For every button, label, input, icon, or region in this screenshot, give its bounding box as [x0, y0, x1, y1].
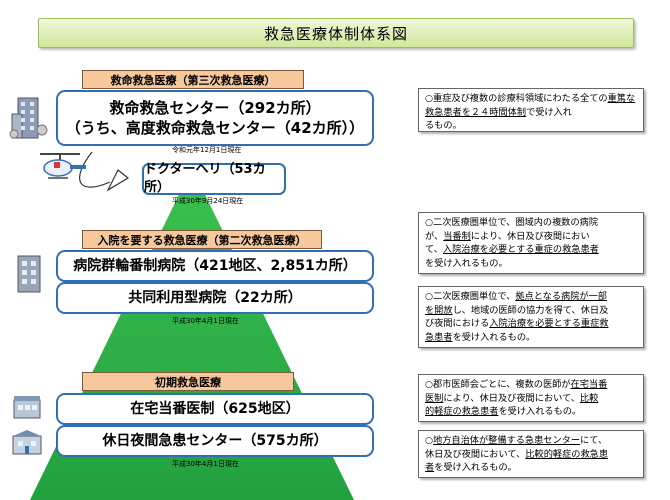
description-text: ○ — [425, 435, 434, 446]
description-text: 休日及び夜間において、 — [425, 448, 526, 460]
underlined-text: 重篤な救急患者を２４時間体制 — [425, 93, 636, 118]
tier2-kyodo-description: ○二次医療圏単位で、拠点となる病院が一部を開放し、地域の医師の協力を得て、休日及… — [418, 286, 644, 348]
description-text: るもの。 — [425, 120, 462, 131]
doctor-heli-date: 平成30年9月24日現在 — [172, 197, 244, 205]
emergency-center-box: 救命救急センター（292カ所） （うち、高度救命救急センター（42カ所）） — [56, 90, 374, 146]
description-text: を受け入れるもの。 — [498, 406, 582, 417]
description-text: ○二次医療圏単位で、圏域内の複数の病院 — [425, 217, 599, 228]
tier2-date: 平成30年4月1日現在 — [172, 317, 239, 325]
description-text: び夜間における — [425, 318, 490, 329]
tier1-kyujitsu-description: ○地方自治体が整備する急患センターにて、休日及び夜間において、比較的軽症の救急患… — [418, 430, 644, 478]
emergency-center-date: 令和元年12月1日現在 — [172, 146, 242, 154]
tier1-label: 初期救急医療 — [82, 372, 294, 391]
clinic-icon — [13, 396, 41, 419]
underlined-text: 当番制 — [443, 230, 471, 242]
rinban-hospital-box: 病院群輪番制病院（421地区、2,851カ所） — [56, 250, 374, 282]
underlined-text: 比較 — [579, 392, 599, 404]
description-text: て、 — [425, 244, 443, 255]
kyujitsu-center-box: 休日夜間急患センター（575カ所） — [56, 425, 374, 457]
emergency-center-line1: 救命救急センター（292カ所） — [109, 98, 321, 117]
underlined-text: 的軽症の救急患者 — [425, 406, 499, 417]
helicopter-icon — [40, 153, 86, 179]
description-text: により、休日及び夜間において、 — [443, 392, 580, 404]
underlined-text: 急患者 — [425, 331, 453, 343]
emergency-clinic-icon — [12, 430, 42, 455]
hospital-building-icon — [9, 97, 48, 139]
description-text: し、地域の医師の協力を得て、休日及 — [452, 304, 609, 316]
doctor-heli-box: ドクターヘリ（53カ所） — [142, 162, 286, 195]
underlined-text: 地方自治体が整備する急患センター — [433, 435, 581, 446]
description-text: を受け入れるもの。 — [434, 462, 517, 473]
description-text: を受け入れるもの。 — [452, 331, 536, 343]
description-text: ○重症及び複数の診療科領域にわたる全ての — [425, 93, 608, 104]
underlined-text: 医制 — [425, 392, 444, 404]
underlined-text: 者 — [425, 462, 435, 473]
tier1-zaitaku-description: ○郡市医師会ごとに、複数の医師が在宅当番医制により、休日及び夜間において、比較的… — [418, 374, 644, 422]
underlined-text: 入院治療を必要とする重症救 — [489, 318, 609, 329]
underlined-text: 比較的軽症の救急患 — [525, 448, 609, 460]
emergency-center-line2: （うち、高度救命救急センター（42カ所）） — [65, 119, 365, 137]
underlined-text: 入院治療を必要とする重症の救急患者 — [442, 244, 599, 255]
description-text: を受け入れるもの。 — [425, 257, 508, 269]
underlined-text: を開放 — [425, 304, 453, 316]
description-text: ○郡市医師会ごとに、複数の医師が — [425, 379, 571, 390]
tier2-rinban-description: ○二次医療圏単位で、圏域内の複数の病院が、当番制により、休日及び夜間において、入… — [418, 212, 644, 274]
tier2-label: 入院を要する救急医療（第二次救急医療） — [82, 230, 322, 249]
underlined-text: 在宅当番 — [570, 379, 608, 390]
description-text: にて、 — [580, 435, 608, 446]
description-text: ○二次医療圏単位で、 — [425, 291, 516, 302]
arrow-head — [106, 169, 130, 192]
description-text: が、 — [425, 230, 444, 242]
hospital-icon-secondary — [17, 255, 41, 293]
curved-arrow — [79, 151, 111, 188]
diagram-title: 救急医療体制体系図 — [38, 18, 634, 48]
tier3-description: ○重症及び複数の診療科領域にわたる全ての重篤な救急患者を２４時間体制で受け入れる… — [418, 88, 644, 132]
zaitaku-box: 在宅当番医制（625地区） — [56, 393, 374, 425]
tier1-date: 平成30年4月1日現在 — [172, 460, 239, 468]
description-text: により、休日及び夜間におい — [470, 230, 590, 242]
underlined-text: 拠点となる病院が一部 — [515, 291, 607, 302]
kyodo-hospital-box: 共同利用型病院（22カ所） — [56, 282, 374, 314]
tier3-label: 救命救急医療（第三次救急医療） — [82, 70, 304, 89]
description-text: で受け入れ — [526, 106, 572, 118]
